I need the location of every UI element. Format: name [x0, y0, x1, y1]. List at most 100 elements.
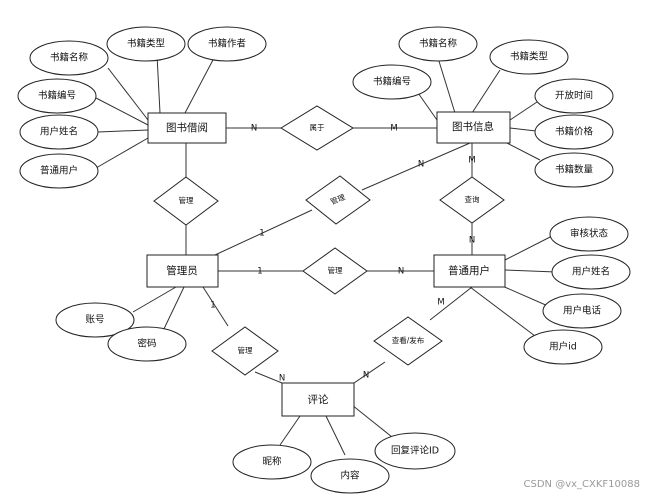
attribute-borrow-booknum: 书籍编号	[17, 78, 97, 114]
attribute-label: 书籍作者	[208, 38, 246, 50]
attribute-user-id: 用户id	[523, 329, 603, 365]
connector-line	[509, 99, 541, 121]
connector-line	[95, 137, 149, 169]
attribute-label: 内容	[340, 470, 360, 482]
attribute-label: 书籍名称	[50, 52, 89, 64]
entity-box	[433, 254, 506, 288]
relationship-diamond	[373, 316, 443, 366]
entity-label: 图书信息	[452, 120, 494, 133]
attribute-ellipse	[489, 39, 569, 75]
connector-line	[202, 286, 229, 327]
attribute-label: 用户姓名	[40, 126, 78, 138]
attribute-ellipse	[549, 216, 629, 252]
connector-line	[107, 67, 149, 121]
attribute-ellipse	[19, 153, 99, 189]
relationship-diamond	[302, 247, 368, 295]
attribute-ellipse	[55, 302, 135, 338]
attribute-info-opentime: 开放时间	[534, 78, 614, 114]
attribute-ellipse	[106, 26, 186, 62]
attribute-ellipse	[523, 329, 603, 365]
attribute-admin-account: 账号	[55, 302, 135, 338]
attribute-borrow-booktype: 书籍类型	[106, 26, 186, 62]
connector-line	[97, 129, 149, 133]
attribute-label: 书籍名称	[419, 38, 458, 50]
relationship-diamond	[153, 176, 219, 226]
attribute-label: 账号	[85, 315, 104, 326]
cardinality-label: M	[390, 124, 397, 134]
relationship-diamond	[280, 105, 354, 151]
attribute-comment-nick: 昵称	[232, 444, 312, 480]
relationship-belongs: 属于	[280, 105, 354, 151]
watermark-text: CSDN @vx_CXKF10088	[524, 479, 640, 490]
connector-line	[509, 127, 537, 132]
attribute-ellipse	[310, 458, 390, 494]
connector-line	[214, 209, 313, 256]
connector-line	[504, 233, 557, 261]
entity-box	[436, 111, 511, 144]
attribute-info-qty: 书籍数量	[534, 152, 614, 188]
relationship-label: 管理	[238, 345, 253, 355]
connector-line	[415, 89, 438, 121]
relationship-diamond	[211, 326, 279, 376]
relationship-label: 管理	[328, 265, 343, 275]
connector-line	[429, 286, 473, 321]
connector-line	[499, 284, 549, 307]
attribute-label: 用户姓名	[572, 266, 610, 278]
cardinality-label: N	[279, 374, 285, 384]
entity-bookinfo: 图书信息	[436, 111, 511, 144]
attribute-label: 书籍价格	[555, 126, 594, 138]
attribute-info-bookname: 书籍名称	[398, 26, 478, 62]
connector-line	[504, 141, 541, 161]
attribute-ellipse	[374, 432, 456, 470]
attribute-label: 书籍数量	[555, 164, 594, 176]
attribute-label: 密码	[137, 338, 156, 350]
attribute-info-price: 书籍价格	[534, 114, 614, 150]
connector-line	[437, 57, 456, 114]
attribute-borrow-bookauthor: 书籍作者	[187, 26, 267, 62]
cardinality-label: N	[363, 371, 369, 381]
cardinality-label: M	[468, 156, 475, 166]
connector-line	[132, 286, 177, 313]
attribute-ellipse	[534, 152, 614, 188]
relationship-manage-comment: 管理	[211, 326, 279, 376]
attribute-label: 书籍类型	[510, 51, 549, 63]
entity-borrow: 图书借阅	[147, 112, 227, 144]
cardinality-label: 1	[210, 301, 215, 311]
connector-line	[471, 69, 501, 114]
cardinality-label: M	[437, 298, 444, 308]
entity-box	[147, 112, 227, 144]
cardinality-label: N	[398, 267, 404, 277]
connector-line	[469, 286, 536, 337]
attribute-ellipse	[352, 64, 432, 100]
attribute-label: 书籍类型	[127, 38, 166, 50]
relationship-view-post: 查看/发布	[373, 316, 443, 366]
attribute-admin-password: 密码	[107, 326, 187, 362]
entity-label: 普通用户	[448, 264, 490, 277]
relationship-label: 属于	[310, 123, 325, 132]
attribute-ellipse	[534, 114, 614, 150]
entity-box	[146, 254, 219, 288]
relationship-diamond	[305, 175, 371, 225]
attribute-user-name: 用户姓名	[551, 254, 631, 290]
connector-line	[95, 97, 149, 126]
attribute-comment-content: 内容	[310, 458, 390, 494]
relationship-manage-borrow: 管理	[153, 176, 219, 226]
connector-line	[156, 54, 161, 114]
attribute-label: 审核状态	[570, 228, 609, 240]
attribute-borrow-user: 普通用户	[19, 153, 99, 189]
attribute-ellipse	[232, 444, 312, 480]
attribute-user-status: 审核状态	[549, 216, 629, 252]
attribute-label: 书籍编号	[38, 90, 76, 102]
cardinality-label: N	[418, 160, 424, 170]
attribute-label: 昵称	[262, 456, 282, 468]
relationship-query: 查询	[439, 176, 505, 224]
cardinality-label: N	[251, 124, 257, 134]
cardinality-label: N	[469, 236, 475, 246]
attribute-user-phone: 用户电话	[542, 293, 622, 329]
entity-label: 评论	[308, 393, 329, 406]
attribute-ellipse	[551, 254, 631, 290]
attribute-ellipse	[542, 293, 622, 329]
connector-line	[254, 371, 283, 384]
attribute-label: 用户电话	[563, 305, 602, 317]
